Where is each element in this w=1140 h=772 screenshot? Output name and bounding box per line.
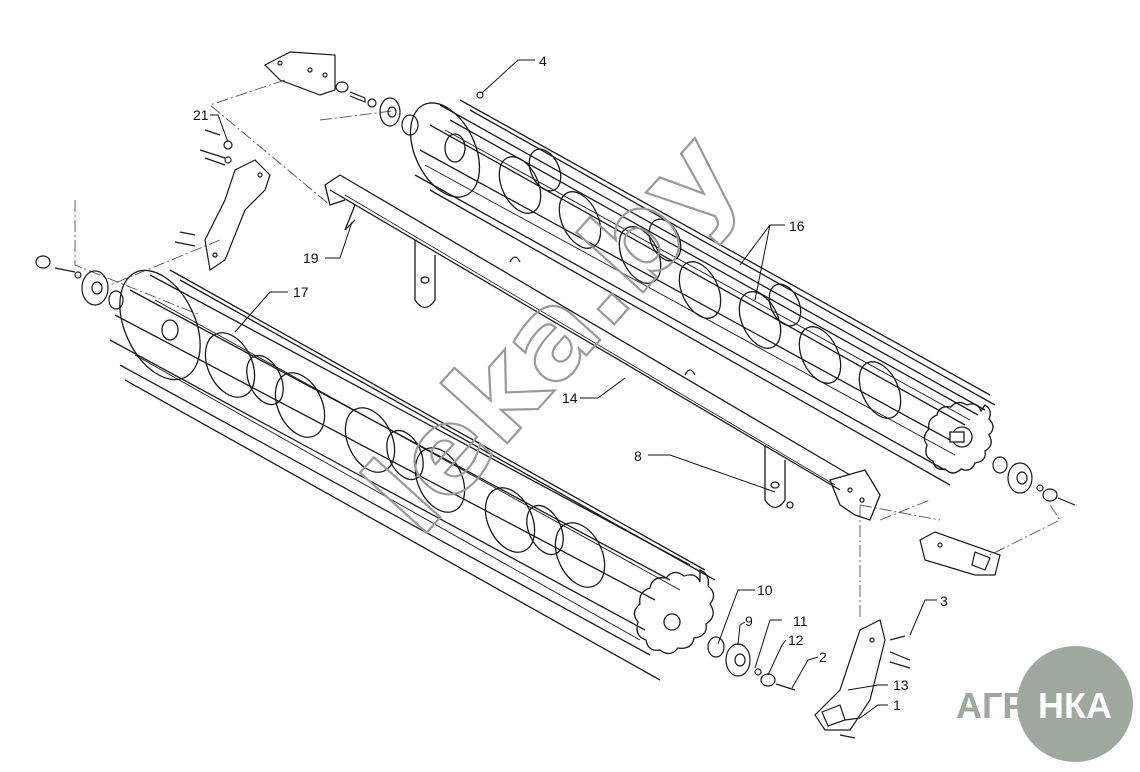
callout-10: 10 xyxy=(757,582,773,598)
callout-9: 9 xyxy=(745,613,753,629)
callout-13: 13 xyxy=(893,677,909,693)
callout-11: 11 xyxy=(793,613,808,629)
roller-upper xyxy=(409,99,996,486)
callout-leaders xyxy=(210,59,937,719)
callouts: 4 21 16 19 17 14 8 10 9 11 12 2 3 13 1 xyxy=(193,53,948,713)
roller-lower xyxy=(109,269,716,681)
callout-2: 2 xyxy=(819,649,827,665)
callout-14: 14 xyxy=(562,390,578,406)
callout-4: 4 xyxy=(539,53,547,69)
callout-16: 16 xyxy=(789,218,805,234)
hardware xyxy=(35,51,1076,739)
callout-12: 12 xyxy=(788,632,804,648)
callout-19: 19 xyxy=(303,250,319,266)
agronka-logo: АГРО НКА xyxy=(956,646,1133,762)
assembly-lines xyxy=(74,79,1061,620)
frame-beam xyxy=(324,174,881,521)
callout-3: 3 xyxy=(940,593,948,609)
callout-21: 21 xyxy=(193,107,209,123)
callout-1: 1 xyxy=(893,697,901,713)
logo-text-right: НКА xyxy=(1038,685,1112,726)
callout-8: 8 xyxy=(634,448,642,464)
logo-circle xyxy=(1017,646,1133,762)
logo-text-left: АГРО xyxy=(956,685,1054,726)
callout-17: 17 xyxy=(293,284,309,300)
